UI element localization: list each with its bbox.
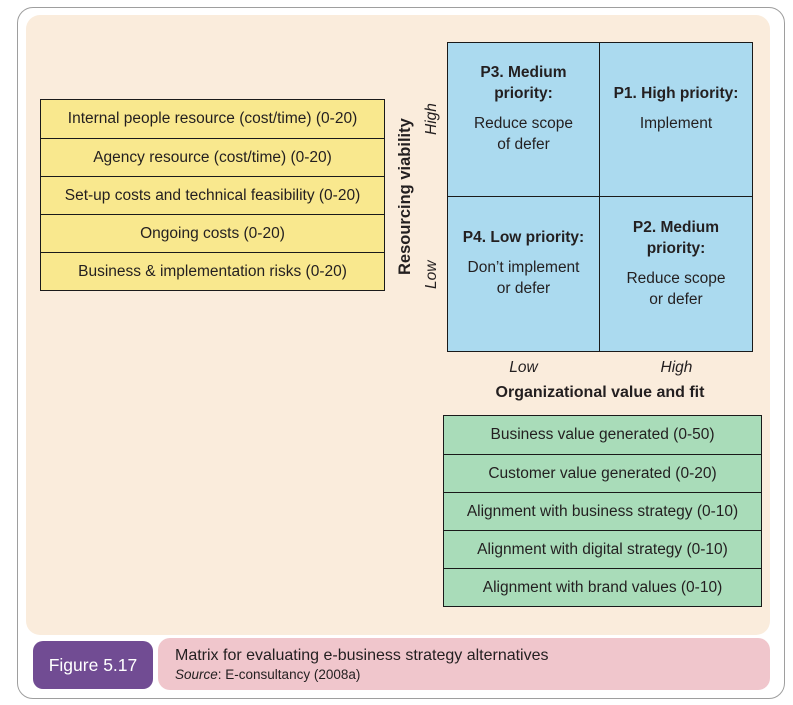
quadrant-action: Don’t implement or defer (467, 259, 580, 297)
resourcing-criteria-row: Internal people resource (cost/time) (0-… (67, 110, 358, 127)
quadrant-p4-low-priority: P4. Low priority: Don’t implement or def… (448, 197, 600, 351)
y-axis-low-label: Low (423, 260, 440, 289)
figure-title: Matrix for evaluating e-business strateg… (175, 647, 549, 664)
quadrant-heading: P1. High priority: (613, 85, 739, 102)
figure-source-text: : E-consultancy (2008a) (217, 667, 361, 682)
y-axis-title: Resourcing viability (396, 118, 414, 276)
figure-source-label: Source (175, 667, 218, 682)
quadrant-action: Reduce scope or defer (626, 269, 726, 308)
value-criteria-row: Alignment with brand values (0-10) (444, 568, 761, 606)
quadrant-heading: P2. Medium priority: (632, 218, 720, 257)
value-criteria-row: Customer value generated (0-20) (444, 454, 761, 492)
figure-source: Source: E-consultancy (2008a) (175, 666, 756, 683)
resourcing-criteria-table: Internal people resource (cost/time) (0-… (40, 99, 385, 291)
x-axis-title: Organizational value and fit (495, 384, 705, 401)
value-criteria-row: Alignment with digital strategy (0-10) (444, 530, 761, 568)
figure-caption-bar: Matrix for evaluating e-business strateg… (158, 638, 770, 690)
x-axis-high-label: High (660, 359, 693, 376)
resourcing-criteria-row: Business & implementation risks (0-20) (41, 252, 384, 290)
y-axis-high-label: High (423, 103, 440, 136)
x-axis-low-label: Low (509, 359, 538, 376)
priority-matrix: P3. Medium priority: Reduce scope of def… (447, 42, 753, 352)
figure-number-badge: Figure 5.17 (33, 641, 153, 689)
value-criteria-row: Business value generated (0-50) (490, 426, 715, 443)
resourcing-criteria-row: Set-up costs and technical feasibility (… (41, 176, 384, 214)
quadrant-action: Reduce scope of defer (473, 115, 574, 153)
quadrant-p3-medium-priority: P3. Medium priority: Reduce scope of def… (448, 43, 600, 197)
quadrant-action: Implement (639, 115, 713, 132)
value-criteria-row: Alignment with business strategy (0-10) (444, 492, 761, 530)
value-criteria-table: Business value generated (0-50) Customer… (443, 415, 762, 607)
resourcing-criteria-row: Ongoing costs (0-20) (41, 214, 384, 252)
quadrant-heading: P4. Low priority: (462, 229, 585, 246)
resourcing-criteria-row: Agency resource (cost/time) (0-20) (41, 138, 384, 176)
quadrant-p2-medium-priority: P2. Medium priority: Reduce scope or def… (600, 197, 752, 351)
quadrant-heading: P3. Medium priority: (480, 64, 567, 102)
quadrant-p1-high-priority: P1. High priority: Implement (600, 43, 752, 197)
